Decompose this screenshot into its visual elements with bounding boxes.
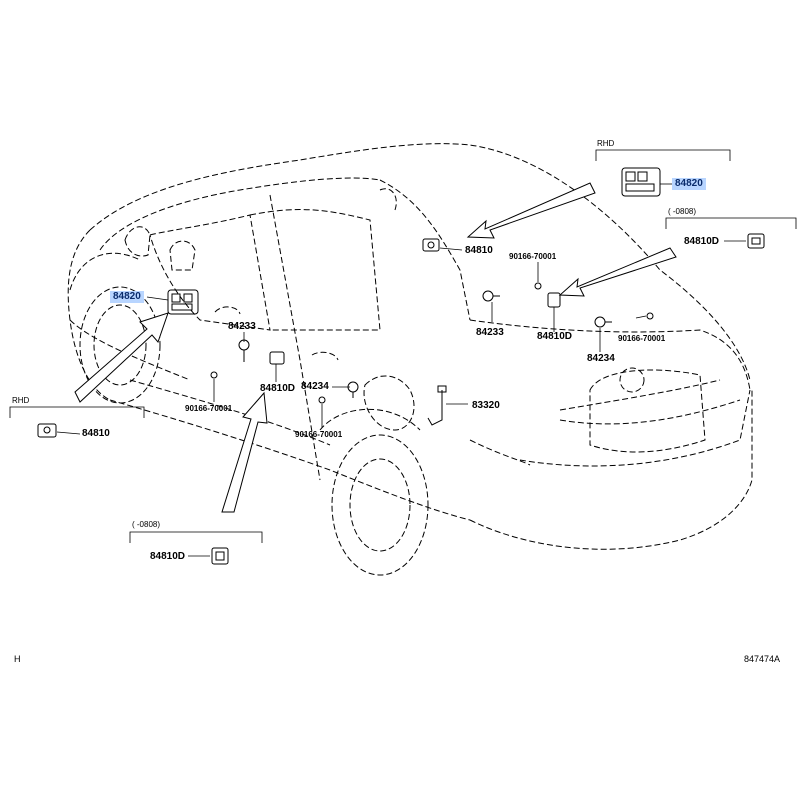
part-number-bolt-center[interactable]: 90166-70001 [295, 430, 343, 439]
part-sketches [37, 167, 765, 565]
door-switch-front-icon [422, 238, 440, 252]
part-number-fuel-lid[interactable]: 83320 [472, 400, 500, 411]
part-number-switch-rhd[interactable]: 84820 [672, 178, 706, 190]
car-body-outline [67, 143, 753, 576]
part-number-bolt-upper[interactable]: 90166-70001 [509, 252, 557, 261]
rhd-note-left: RHD [12, 396, 30, 405]
door-switch-box-top-icon [747, 233, 765, 249]
part-number-sensor-rear-left[interactable]: 84233 [476, 327, 504, 338]
part-number-sensor-rear-right[interactable]: 84234 [587, 353, 615, 364]
fuel-lid-opener-icon [427, 385, 447, 426]
range-note-top: ( -0808) [668, 207, 697, 216]
part-number-sensor-center[interactable]: 84234 [301, 381, 329, 392]
door-switch-center-icon [269, 351, 285, 365]
window-switch-rhd-icon [621, 167, 661, 197]
drawing-id: 847474A [744, 654, 781, 664]
door-switch-rhd-left-icon [37, 423, 57, 438]
part-number-box-top-right[interactable]: 84810D [684, 236, 720, 247]
part-number-sw-front-right[interactable]: 84810 [465, 245, 493, 256]
part-number-bolt-right[interactable]: 90166-70001 [618, 334, 666, 343]
sensor-upper-icon [482, 290, 500, 302]
part-number-sw-center[interactable]: 84810D [260, 383, 296, 394]
part-number-sw-rear-right[interactable]: 84810D [537, 331, 573, 342]
window-switch-left-icon [167, 289, 199, 315]
part-number-switch-left[interactable]: 84820 [110, 291, 144, 303]
door-switch-box-bottom-icon [211, 547, 229, 565]
rhd-note-top: RHD [597, 139, 615, 148]
part-number-bolt-left[interactable]: 90166-70001 [185, 404, 233, 413]
page-mark: H [14, 654, 21, 664]
sensor-rear-icon [594, 316, 612, 328]
part-number-box-bottom[interactable]: 84810D [150, 551, 186, 562]
sensor-front-icon [238, 339, 250, 362]
leader-lines [56, 183, 746, 557]
range-note-bottom: ( -0808) [132, 520, 161, 529]
indicator-arrows [74, 182, 677, 513]
part-number-sensor-front-left[interactable]: 84233 [228, 321, 256, 332]
bolt-icons [210, 282, 654, 404]
part-number-rhd-box-left[interactable]: 84810 [82, 428, 110, 439]
sensor-center-icon [347, 381, 359, 398]
condition-brackets [9, 149, 797, 543]
door-switch-rear-icon [547, 292, 561, 308]
